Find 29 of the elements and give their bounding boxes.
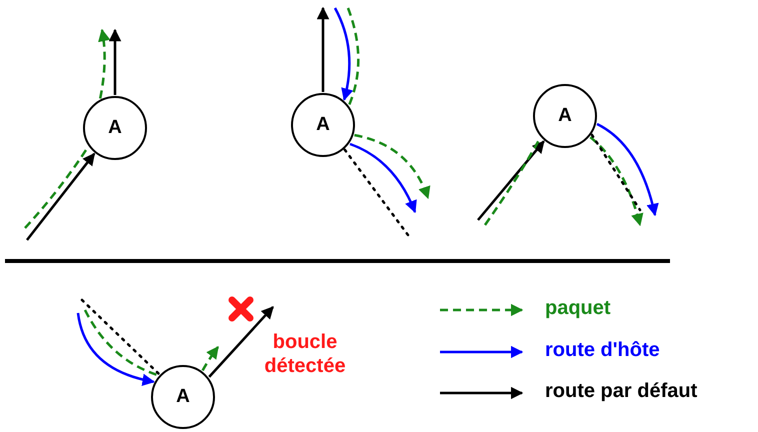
dashed-arrow (98, 28, 110, 99)
arrow (334, 7, 353, 101)
dashed-arrow (354, 134, 430, 200)
legend-label: paquet (545, 297, 611, 320)
arrow (350, 142, 416, 214)
arrow (26, 152, 96, 241)
arrow (108, 28, 122, 95)
dotted-line (80, 298, 160, 376)
warning-text: boucle détectée (263, 330, 347, 378)
arrow (76, 312, 155, 386)
dashed-arrow (589, 136, 644, 226)
dashed-arrow (202, 346, 219, 372)
node-label: A (176, 386, 190, 408)
arrow (596, 122, 658, 216)
legend-label: route par défaut (545, 380, 698, 403)
dotted-line (344, 148, 410, 236)
node-label: A (316, 114, 330, 136)
dashed-line (346, 8, 360, 106)
arrow (477, 140, 545, 221)
dotted-line (590, 134, 642, 212)
arrow (208, 306, 274, 378)
node-label: A (108, 117, 122, 139)
node-circle (151, 365, 215, 429)
node-circle (533, 84, 597, 148)
node-circle (291, 93, 355, 157)
node-label: A (558, 105, 572, 127)
legend-label: route d'hôte (545, 339, 660, 362)
dashed-line (84, 309, 159, 376)
arrow (316, 6, 330, 92)
